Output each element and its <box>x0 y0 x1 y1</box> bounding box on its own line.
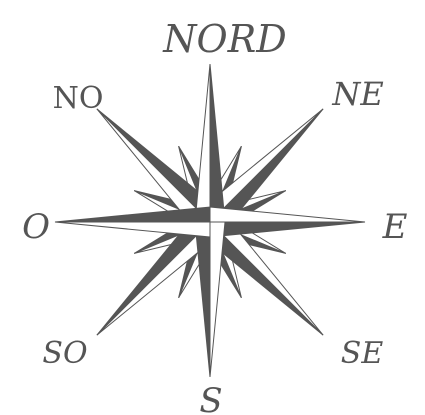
label-south-east: SE <box>341 336 384 371</box>
cardinal-point-north-light-half <box>195 64 210 222</box>
cardinal-point-south-light-half <box>210 222 225 377</box>
cardinal-point-east-light-half <box>210 207 365 222</box>
cardinal-point-north-dark-half <box>210 64 225 222</box>
label-north: NORD <box>162 17 286 61</box>
label-south-west: SO <box>42 336 87 371</box>
label-east: E <box>382 207 408 247</box>
label-west: O <box>22 207 50 247</box>
cardinal-point-west-light-half <box>55 222 210 237</box>
cardinal-point-south-dark-half <box>195 222 210 377</box>
cardinal-point-east-dark-half <box>210 222 365 237</box>
label-south: S <box>199 381 222 415</box>
label-north-west: NO <box>53 81 104 116</box>
label-north-east: NE <box>331 75 383 113</box>
cardinal-point-west-dark-half <box>55 207 210 222</box>
